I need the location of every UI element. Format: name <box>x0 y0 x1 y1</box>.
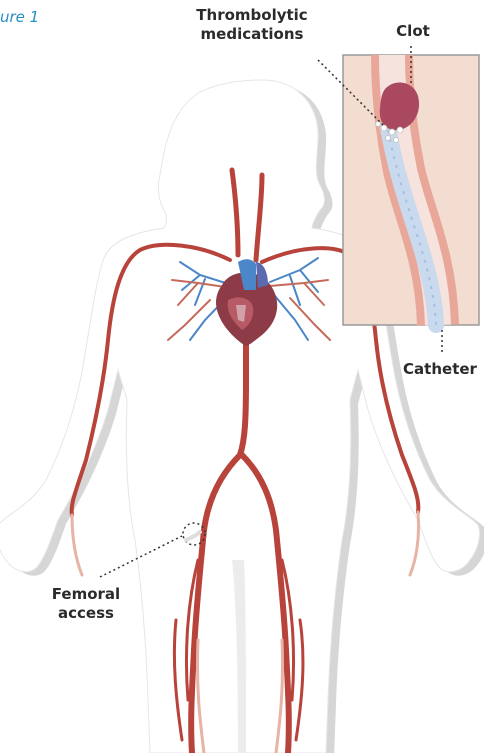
thrombolytic-line-2: medications <box>177 25 327 44</box>
femoral-line-2: access <box>40 604 132 623</box>
thrombolytic-medications-label: Thrombolytic medications <box>177 6 327 44</box>
figure-caption: ure 1 <box>0 8 39 26</box>
femoral-access-label: Femoral access <box>40 585 132 623</box>
femoral-line-1: Femoral <box>40 585 132 604</box>
clot-label: Clot <box>393 22 433 41</box>
thrombolytic-line-1: Thrombolytic <box>177 6 327 25</box>
catheter-label: Catheter <box>396 360 484 379</box>
clot-inset <box>343 55 479 325</box>
